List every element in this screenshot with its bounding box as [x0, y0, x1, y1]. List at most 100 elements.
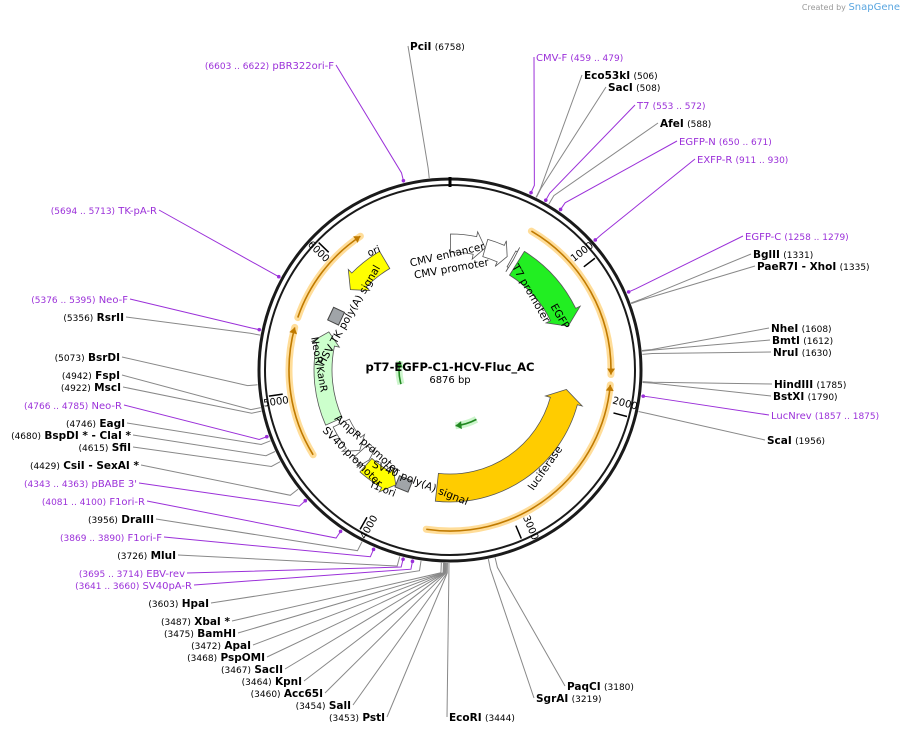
- site-position: (1608): [802, 325, 832, 335]
- site-name: AfeI: [660, 118, 684, 130]
- feature-arrow: [353, 444, 377, 468]
- site-name: SfiI: [112, 442, 131, 454]
- site-label: LucNrev (1857 .. 1875): [771, 411, 879, 422]
- leader-line: [642, 382, 772, 397]
- leader-line: [642, 351, 772, 355]
- leader-line: [122, 386, 262, 414]
- site-label: T7 (553 .. 572): [636, 101, 706, 112]
- orf-arc: [297, 235, 361, 318]
- feature-arrow: [450, 230, 486, 261]
- site-label: (4766 .. 4785) Neo-R: [24, 401, 122, 412]
- site-name: ApaI: [224, 640, 251, 652]
- site-label: (3460) Acc65I: [251, 688, 323, 700]
- primer-mark: [641, 394, 646, 398]
- leader-lines: [121, 45, 773, 718]
- site-position: (3487): [161, 618, 191, 628]
- site-label: (3726) MluI: [117, 550, 176, 562]
- leader-line: [125, 316, 261, 336]
- primer-mark: [371, 547, 376, 552]
- site-label: (5376 .. 5395) Neo-F: [31, 295, 128, 306]
- snapgene-credit: Created by SnapGene: [802, 2, 900, 13]
- site-position: (4922): [61, 384, 91, 394]
- site-label: EGFP-C (1258 .. 1279): [745, 232, 849, 243]
- site-name: PstI: [362, 712, 385, 724]
- site-label: (3956) DraIII: [88, 514, 154, 526]
- primer-mark: [543, 198, 548, 202]
- primer-mark: [626, 290, 631, 294]
- leader-line: [231, 562, 442, 622]
- site-label: (4343 .. 4363) pBABE 3': [24, 479, 137, 490]
- site-name: EBV-rev: [146, 569, 185, 580]
- site-position: (5073): [55, 354, 85, 364]
- orf-arrowhead: [353, 236, 361, 243]
- site-name: PspOMI: [220, 652, 265, 664]
- site-position: (4680): [11, 432, 41, 442]
- site-label: (3475) BamHI: [164, 628, 236, 640]
- site-name: FspI: [95, 370, 120, 382]
- site-position: (4343 .. 4363): [24, 480, 88, 490]
- site-name: KpnI: [275, 676, 302, 688]
- site-name: DraIII: [121, 514, 154, 526]
- site-position: (911 .. 930): [735, 156, 788, 166]
- orf-arrowhead: [289, 327, 298, 335]
- site-label: NheI (1608): [771, 323, 832, 335]
- site-position: (3475): [164, 630, 194, 640]
- leader-line: [138, 482, 308, 507]
- site-name: RsrII: [97, 312, 124, 324]
- feature-arrow: [434, 388, 584, 503]
- site-label: (4429) CsiI - SexAI *: [30, 460, 140, 472]
- site-position: (506): [633, 72, 657, 82]
- site-label: (5356) RsrII: [63, 312, 124, 324]
- site-position: (6603 .. 6622): [205, 62, 269, 72]
- site-label: (3869 .. 3890) F1ori-F: [60, 533, 162, 544]
- site-label: (3468) PspOMI: [187, 652, 265, 664]
- site-name: CMV-F: [536, 53, 567, 64]
- site-name: NheI: [771, 323, 798, 335]
- site-position: (5694 .. 5713): [51, 207, 115, 217]
- leader-line: [335, 64, 405, 183]
- snapgene-logo: SnapGene: [848, 2, 900, 13]
- feature-arrow: [508, 250, 582, 327]
- leader-line: [121, 374, 261, 411]
- site-name: SV40pA-R: [143, 581, 192, 592]
- leader-line: [303, 562, 446, 682]
- site-position: (3726): [117, 552, 147, 562]
- leader-line: [544, 104, 636, 203]
- site-name: SacI: [608, 82, 633, 94]
- site-label: NruI (1630): [773, 347, 832, 359]
- site-name: PciI: [410, 41, 431, 53]
- site-label: BstXI (1790): [773, 391, 838, 403]
- site-position: (1335): [840, 263, 870, 273]
- site-position: (588): [687, 120, 711, 130]
- leader-line: [129, 298, 262, 331]
- site-position: (650 .. 671): [719, 138, 772, 148]
- site-label: AfeI (588): [660, 118, 711, 130]
- site-label: EcoRI (3444): [449, 712, 515, 724]
- site-name: HindIII: [774, 379, 813, 391]
- plasmid-name: pT7-EGFP-C1-HCV-Fluc_AC: [365, 360, 534, 375]
- site-name: BglII: [753, 249, 780, 261]
- site-position: (5376 .. 5395): [31, 296, 95, 306]
- site-label: ScaI (1956): [767, 435, 825, 447]
- site-label: CMV-F (459 .. 479): [536, 53, 623, 64]
- site-position: (3467): [221, 666, 251, 676]
- primer-mark: [276, 274, 281, 279]
- site-name: LucNrev: [771, 411, 812, 422]
- orf-arcs: [285, 227, 616, 535]
- scale-tick: [583, 257, 596, 268]
- site-name: BsrDI: [88, 352, 120, 364]
- site-label: (3641 .. 3660) SV40pA-R: [75, 581, 192, 592]
- leader-line: [487, 559, 535, 699]
- site-label: (4942) FspI: [62, 370, 120, 382]
- orf-arrowhead: [607, 368, 616, 375]
- site-position: (1956): [795, 437, 825, 447]
- primer-mark: [338, 529, 343, 534]
- credit-prefix: Created by: [801, 3, 846, 12]
- site-label: SacI (508): [608, 82, 660, 94]
- site-position: (1785): [816, 381, 846, 391]
- site-name: SalI: [329, 700, 351, 712]
- site-name: EagI: [99, 418, 125, 430]
- site-position: (3956): [88, 516, 118, 526]
